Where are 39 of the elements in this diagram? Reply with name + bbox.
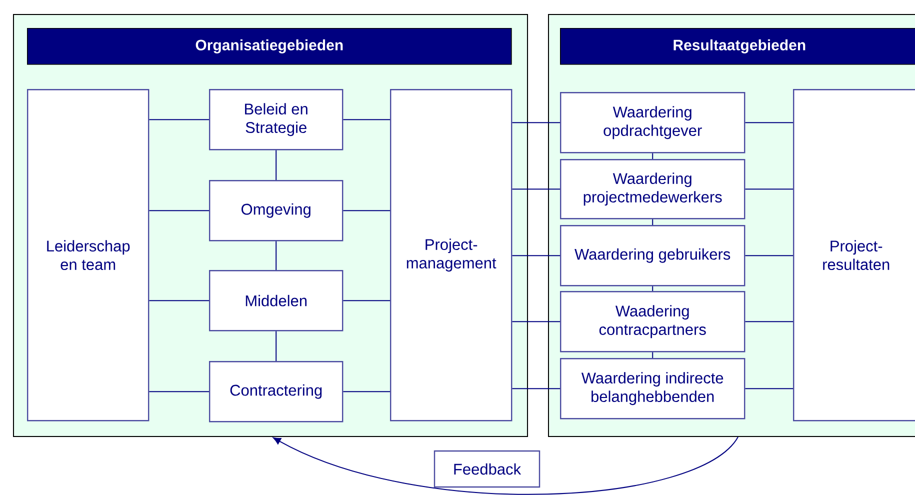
connector-line (342, 210, 390, 212)
connector-line (342, 300, 390, 302)
text-box: Waardering gebruikers (560, 225, 746, 286)
edge-label: Feedback (434, 450, 540, 488)
connector-line (148, 391, 210, 392)
connector-line (276, 150, 277, 180)
connector-line (148, 300, 210, 302)
text-box: Project- resultaten (793, 89, 915, 422)
text-box: Omgeving (209, 180, 344, 242)
connector-line (652, 152, 654, 160)
arrow (273, 436, 738, 495)
connector-line (744, 188, 794, 190)
text-box: Project- management (390, 89, 512, 422)
text-box: Leiderschap en team (27, 89, 150, 422)
connector-line (512, 188, 560, 190)
connector-line (342, 391, 390, 392)
connector-line (744, 321, 794, 322)
connector-line (512, 321, 560, 322)
text-box: Waadering contracpartners (560, 291, 746, 352)
connector-line (148, 119, 210, 120)
connector-line (652, 218, 654, 226)
connector-line (652, 352, 654, 358)
text-box: Waardering projectmedewerkers (560, 159, 746, 220)
connector-line (276, 330, 277, 362)
connector-line (744, 255, 794, 256)
connector-line (652, 286, 654, 292)
text-box: Middelen (209, 270, 344, 332)
text-box: Waardering opdrachtgever (560, 92, 746, 154)
connector-line (512, 255, 560, 256)
connector-line (276, 240, 277, 270)
text-box: Waardering indirecte belanghebbenden (560, 358, 746, 420)
text-box: Beleid en Strategie (209, 89, 344, 150)
connector-line (512, 122, 560, 124)
connector-line (744, 122, 794, 124)
connector-line (148, 210, 210, 212)
connector-line (512, 388, 560, 390)
text-box: Contractering (209, 361, 344, 422)
connector-line (744, 388, 794, 390)
connector-line (342, 119, 390, 120)
